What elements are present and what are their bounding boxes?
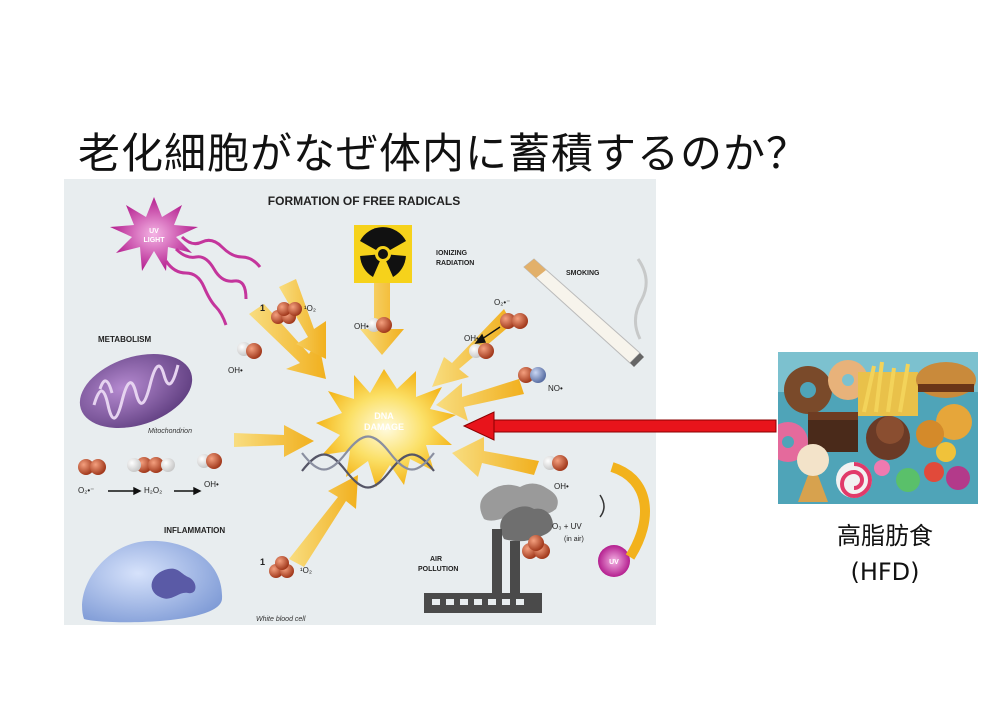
uv-small-label: UV [609, 559, 619, 566]
mol-oh-smoke: OH• [464, 334, 479, 343]
mol-oh-center: OH• [354, 322, 369, 331]
dna-helix-icon [301, 435, 435, 489]
high-fat-food-photo [768, 352, 978, 504]
mol-superoxide-top: O₂•⁻ [494, 298, 510, 307]
mol-oh-metab: OH• [204, 480, 219, 489]
free-radicals-figure: FORMATION OF FREE RADICALS DNA DAMAGE UV… [64, 179, 656, 625]
white-blood-cell-icon [82, 540, 223, 623]
smoking-label: SMOKING [566, 270, 600, 277]
slide-title: 老化細胞がなぜ体内に蓄積するのか？ [78, 129, 810, 178]
air-label-1: AIR [430, 556, 442, 563]
ionizing-label-2: RADIATION [436, 260, 474, 267]
dna-label-line2: DAMAGE [364, 422, 404, 432]
cigarette-icon [523, 258, 648, 367]
hfd-caption: 高脂肪食 (HFD) [810, 518, 960, 590]
air-label-2: POLLUTION [418, 566, 458, 573]
mitochondrion-label: Mitochondrion [148, 428, 192, 435]
mol-oh-right: OH• [554, 482, 569, 491]
radiation-icon [354, 225, 412, 283]
mol-1-bottom: 1 [260, 557, 265, 567]
uv-small-icon [598, 545, 630, 577]
mol-no: NO• [548, 384, 563, 393]
mol-o2-bottom: ¹O₂ [300, 566, 312, 575]
mol-superoxide-left: O₂•⁻ [78, 486, 94, 495]
hfd-caption-line1: 高脂肪食 [837, 522, 933, 550]
figure-heading: FORMATION OF FREE RADICALS [268, 194, 460, 208]
mol-h2o2: H₂O₂ [144, 486, 162, 495]
mol-o2-top: ¹O₂ [304, 304, 316, 313]
molecules [78, 302, 568, 578]
hfd-arrow [462, 411, 777, 441]
uv-light-label-1: UV [149, 228, 159, 235]
mol-ozone: O₃ + UV [552, 522, 582, 531]
wbc-label: White blood cell [256, 616, 306, 623]
dna-damage-burst: DNA DAMAGE [301, 369, 456, 489]
uv-curve-arrow [610, 462, 650, 560]
dna-label-line1: DNA [374, 411, 394, 421]
metabolism-label: METABOLISM [98, 335, 152, 344]
uv-light-label-2: LIGHT [144, 237, 166, 244]
uv-light-icon: UV LIGHT [110, 197, 262, 326]
factory-icon [424, 483, 558, 613]
mol-oh-left: OH• [228, 366, 243, 375]
mol-in-air: (in air) [564, 536, 584, 543]
mol-1-label: 1 [260, 303, 265, 313]
ionizing-label-1: IONIZING [436, 250, 468, 257]
mitochondrion-icon [79, 354, 193, 428]
inflammation-label: INFLAMMATION [164, 526, 225, 535]
hfd-caption-line2: (HFD) [850, 558, 920, 586]
